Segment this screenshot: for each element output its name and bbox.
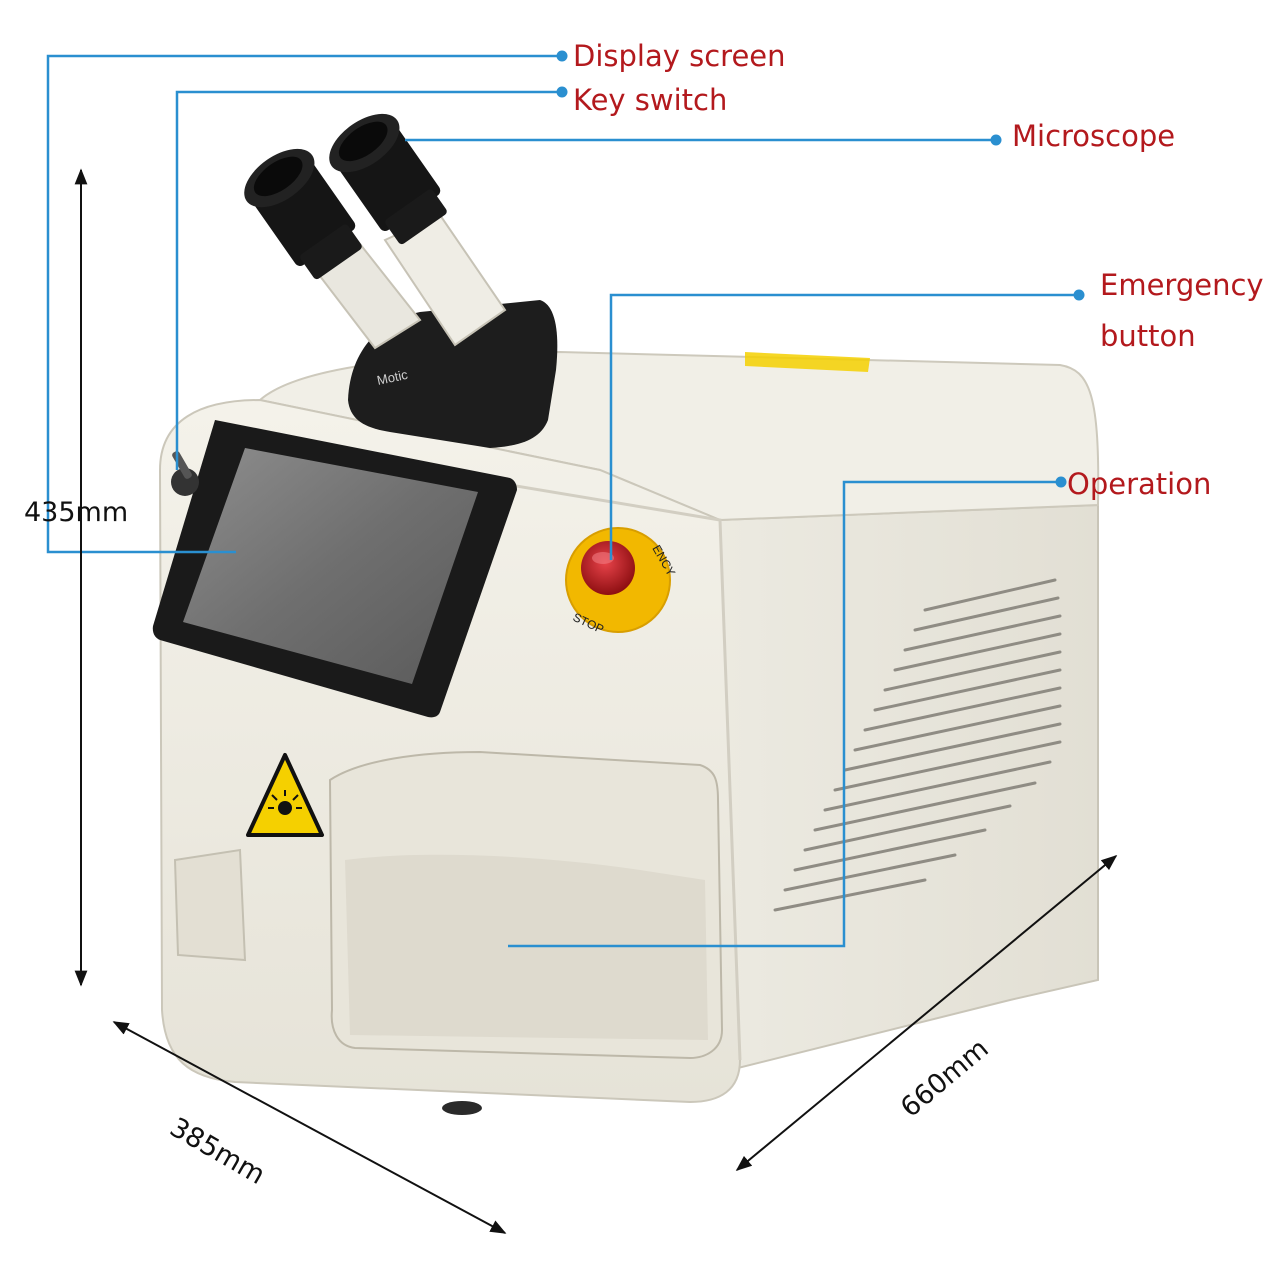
left-recess (173, 848, 247, 962)
microscope[interactable]: Motic (234, 102, 558, 448)
display-screen[interactable] (152, 420, 517, 718)
emergency-button-label-line1: Emergency (1100, 268, 1264, 302)
microscope-label: Microscope (1012, 119, 1176, 153)
key-switch-label: Key switch (573, 83, 728, 117)
display-screen-label: Display screen (573, 39, 786, 73)
emergency-button-leader (609, 293, 1078, 560)
machine-foot (442, 1101, 482, 1115)
microscope-brand: Motic (376, 367, 410, 388)
display-screen-leader (46, 54, 562, 554)
emergency-button-label-line2: button (1100, 319, 1196, 353)
laser-welding-machine: ENCY STOP Motic (152, 102, 1100, 1115)
key-switch-leader (175, 90, 562, 470)
callout-dots (556, 50, 1085, 488)
dimension-arrows (74, 168, 1118, 1234)
top-warning-sticker (745, 352, 870, 372)
height-dimension-label: 435mm (24, 497, 129, 528)
width-arrow (112, 1021, 507, 1234)
callout-lines (46, 54, 1078, 948)
operation-leader (508, 480, 1060, 948)
depth-arrow (735, 854, 1118, 1172)
operation-label: Operation (1067, 467, 1212, 501)
machine-side-panel (713, 503, 1099, 1072)
laser-warning-label (246, 753, 324, 837)
